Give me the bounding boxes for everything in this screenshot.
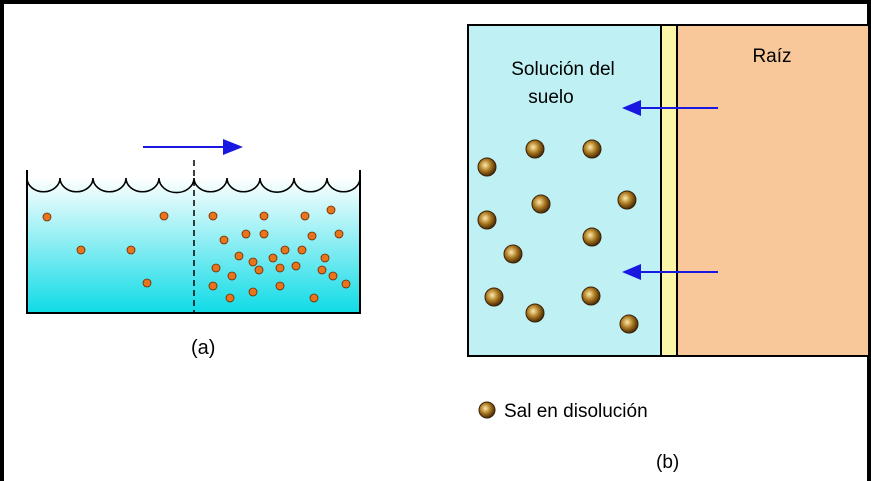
arrow-right-icon <box>143 139 243 155</box>
salt-particle <box>159 211 169 221</box>
root-region <box>676 24 870 357</box>
circle-icon <box>478 401 496 419</box>
panel-a: (a) <box>26 139 361 359</box>
salt-particle <box>219 235 229 245</box>
salt-particle <box>291 261 301 271</box>
legend: Sal en disolución <box>478 401 648 422</box>
salt-particle <box>259 229 269 239</box>
root-label: Raíz <box>752 46 791 67</box>
salt-particle <box>317 265 327 275</box>
salt-particle <box>211 263 221 273</box>
circle-icon <box>477 210 497 230</box>
circle-icon <box>525 139 545 159</box>
legend-salt-label: Sal en disolución <box>504 401 648 422</box>
salt-particle <box>248 287 258 297</box>
cell-membrane <box>660 24 678 357</box>
arrow-left-icon <box>622 100 718 116</box>
salt-particle <box>208 211 218 221</box>
circle-icon <box>617 190 637 210</box>
circle-icon <box>582 139 602 159</box>
salt-particle <box>241 229 251 239</box>
circle-icon <box>525 303 545 323</box>
salt-particle <box>320 253 330 263</box>
panel-a-label: (a) <box>191 337 215 359</box>
panel-b-label: (b) <box>656 452 679 473</box>
salt-particle <box>248 257 258 267</box>
salt-particle <box>297 245 307 255</box>
salt-particle <box>341 279 351 289</box>
salt-particle <box>225 293 235 303</box>
circle-icon <box>531 194 551 214</box>
salt-particle <box>234 251 244 261</box>
salt-particle <box>309 293 319 303</box>
salt-particle <box>275 263 285 273</box>
circle-icon <box>581 286 601 306</box>
salt-particle <box>280 245 290 255</box>
circle-icon <box>503 244 523 264</box>
salt-particle <box>326 205 336 215</box>
salt-particles-a <box>42 205 351 303</box>
soil-solution-label-line2: suelo <box>528 87 573 108</box>
circle-icon <box>619 314 639 334</box>
salt-particle <box>208 281 218 291</box>
salt-particle <box>307 231 317 241</box>
salt-particle <box>268 253 278 263</box>
salt-particle <box>275 281 285 291</box>
salt-particle <box>76 245 86 255</box>
arrow-left-icon <box>622 264 718 280</box>
circle-icon <box>582 227 602 247</box>
salt-particle <box>126 245 136 255</box>
salt-particle <box>142 278 152 288</box>
salt-particle <box>227 271 237 281</box>
salt-particle <box>334 229 344 239</box>
salt-particle <box>254 265 264 275</box>
salt-particle <box>42 212 52 222</box>
salt-particle <box>300 211 310 221</box>
salt-particles-b <box>477 139 639 334</box>
circle-icon <box>477 157 497 177</box>
water-surface-waves <box>26 177 361 194</box>
salt-particle <box>259 211 269 221</box>
soil-solution-label-line1: Solución del <box>511 59 615 80</box>
panel-b: Solución del suelo Raíz Sal en disolució… <box>467 24 870 473</box>
salt-particle <box>328 271 338 281</box>
circle-icon <box>484 287 504 307</box>
